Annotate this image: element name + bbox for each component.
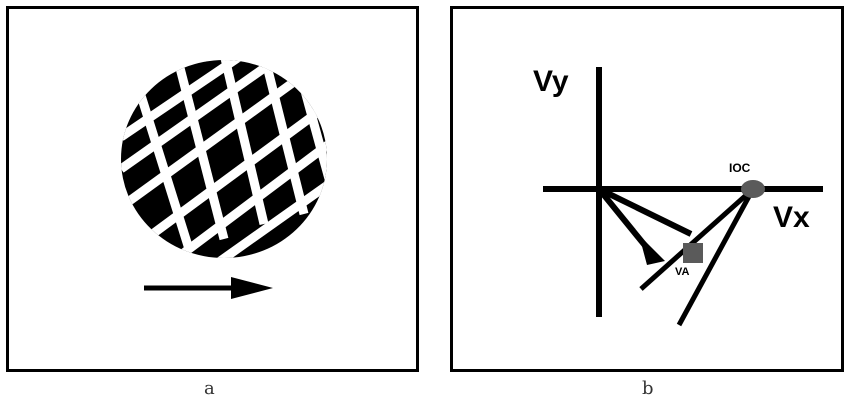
panel-a bbox=[6, 6, 419, 372]
velocity-space-diagram: Vy Vx IOC VA bbox=[453, 9, 841, 369]
caption-a: a bbox=[204, 378, 215, 399]
vx-axis-label: Vx bbox=[773, 201, 810, 234]
motion-arrow bbox=[144, 277, 273, 299]
caption-b: b bbox=[642, 378, 654, 399]
panel-b: Vy Vx IOC VA bbox=[450, 6, 844, 372]
va-arrowhead bbox=[639, 235, 665, 265]
constraint-line-1 bbox=[641, 189, 753, 289]
component-vector-2 bbox=[599, 189, 691, 234]
panel-a-drawing bbox=[9, 9, 416, 369]
ioc-marker bbox=[741, 180, 765, 198]
va-marker bbox=[683, 243, 703, 263]
ioc-label: IOC bbox=[729, 161, 751, 175]
vy-axis-label: Vy bbox=[533, 65, 569, 98]
va-label: VA bbox=[675, 266, 690, 278]
